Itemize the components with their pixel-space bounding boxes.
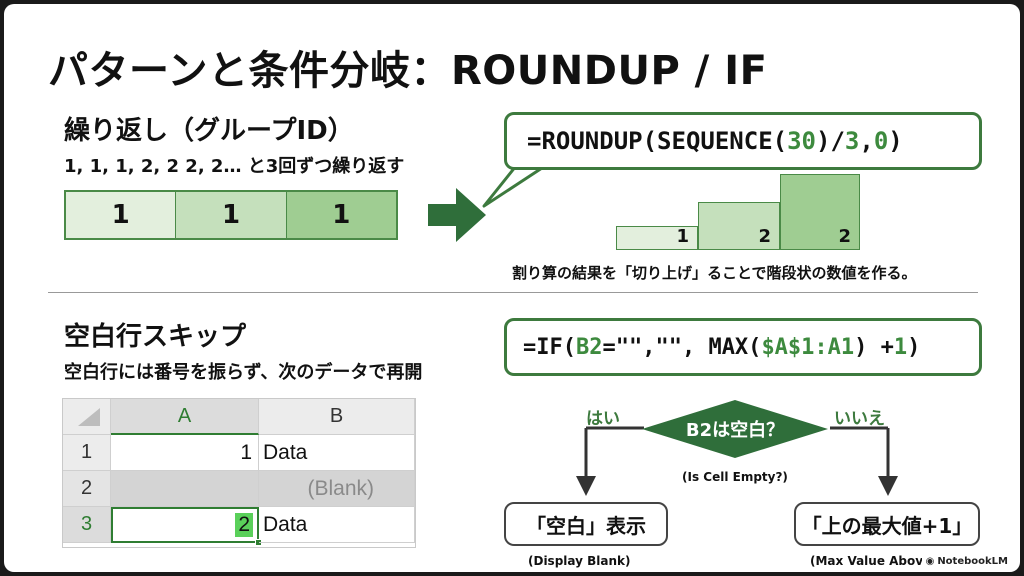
step-block: 1 xyxy=(616,226,698,250)
step-block: 2 xyxy=(780,174,860,250)
cell-a3-selected[interactable]: 2 xyxy=(111,507,262,546)
yes-label: はい xyxy=(586,409,620,429)
select-all-corner[interactable] xyxy=(63,399,111,435)
cell-a2[interactable] xyxy=(111,471,259,507)
row-header[interactable]: 1 xyxy=(63,435,111,471)
notebooklm-logo-icon: ◉ xyxy=(925,556,935,567)
group-id-cells: 1 1 1 xyxy=(64,190,398,240)
section-subtitle-skip: 空白行には番号を振らず、次のデータで再開 xyxy=(64,362,423,383)
cell-b2[interactable]: (Blank) xyxy=(259,471,415,507)
slide: パターンと条件分岐：ROUNDUP / IF 繰り返し（グループID） 1, 1… xyxy=(4,4,1020,572)
display-blank-caption: (Display Blank) xyxy=(528,554,631,568)
watermark: ◉ NotebookLM xyxy=(921,555,1012,568)
section-divider xyxy=(48,292,978,293)
row-header[interactable]: 3 xyxy=(63,507,111,543)
max-above-box: 「上の最大値+1」 xyxy=(794,502,980,546)
corner-triangle-icon xyxy=(77,407,100,426)
group-cell: 1 xyxy=(286,192,396,238)
no-label: いいえ xyxy=(834,409,885,429)
selected-value: 2 xyxy=(235,513,253,537)
arrow-right-icon xyxy=(428,188,486,242)
cell-a1[interactable]: 1 xyxy=(111,435,259,471)
cell-b3[interactable]: Data xyxy=(259,507,415,543)
roundup-formula: =ROUNDUP(SEQUENCE(30)/3, 0) xyxy=(504,112,982,170)
flowchart-arrows xyxy=(576,426,898,496)
decision-label: B2は空白？ xyxy=(685,420,785,441)
page-title: パターンと条件分岐：ROUNDUP / IF xyxy=(48,48,768,94)
row-header[interactable]: 2 xyxy=(63,471,111,507)
decision-caption: (Is Cell Empty?) xyxy=(682,470,788,484)
section-heading-repeat: 繰り返し（グループID） xyxy=(64,116,354,146)
group-cell: 1 xyxy=(176,192,287,238)
section-subtitle-repeat: 1, 1, 1, 2, 2 2, 2… と3回ずつ繰り返す xyxy=(64,156,405,177)
decision-diamond-icon xyxy=(642,400,828,458)
column-header-b[interactable]: B xyxy=(259,399,415,435)
section-heading-skip: 空白行スキップ xyxy=(64,322,247,352)
spreadsheet: A B 1 1 Data 2 (Blank) 3 2 Data xyxy=(62,398,416,548)
if-formula: =IF(B2="","", MAX($A$1:A1) + 1) xyxy=(504,318,982,376)
step-block: 2 xyxy=(698,202,780,250)
roundup-caption: 割り算の結果を「切り上げ」ることで階段状の数値を作る。 xyxy=(512,264,917,282)
group-cell: 1 xyxy=(66,192,177,238)
cell-b1[interactable]: Data xyxy=(259,435,415,471)
column-header-a[interactable]: A xyxy=(111,399,259,435)
display-blank-box: 「空白」表示 xyxy=(504,502,668,546)
